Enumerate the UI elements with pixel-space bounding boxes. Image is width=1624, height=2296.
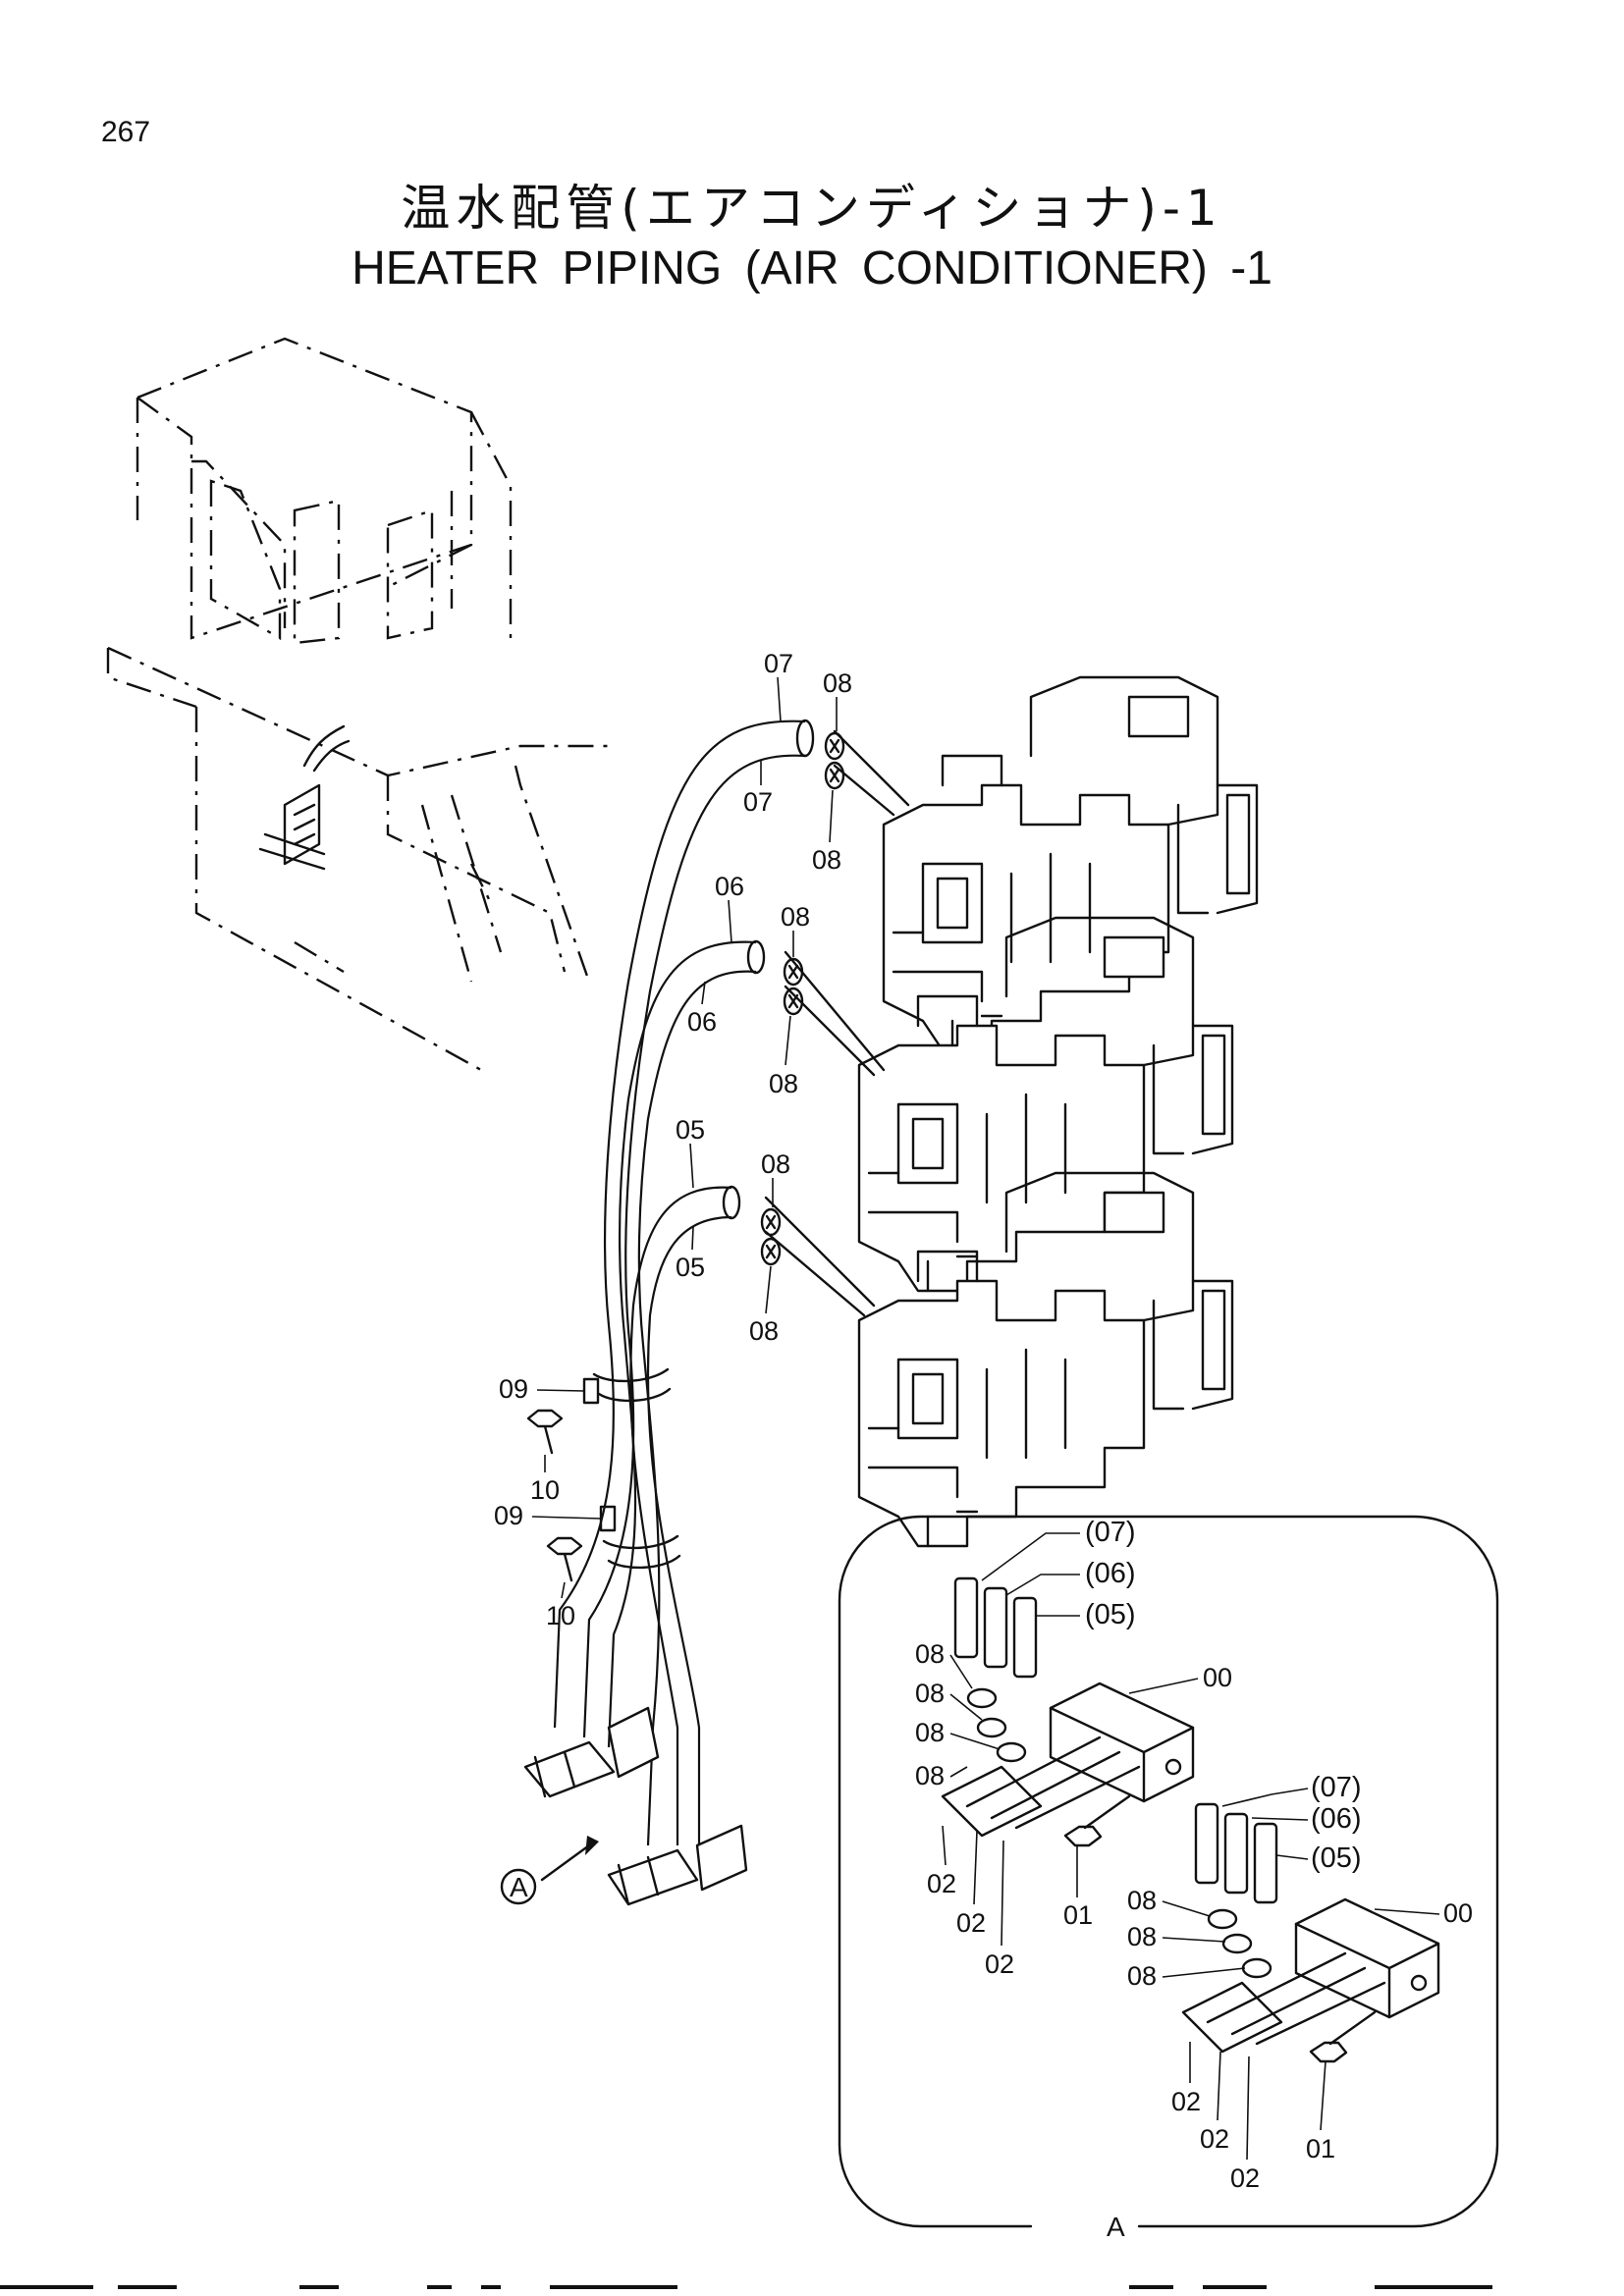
detail-upper-callout-08-1: 08 (915, 1639, 945, 1669)
callout-07-bottom: 07 (743, 787, 773, 817)
detail-upper-callout-08-4: 08 (915, 1761, 945, 1790)
detail-upper-callout-00: 00 (1203, 1663, 1232, 1692)
detail-lower-hose-06: (06) (1311, 1803, 1362, 1835)
view-a-marker: A (500, 1836, 599, 1905)
callout-08-3: 08 (781, 902, 810, 932)
detail-lower-callout-08-2: 08 (1127, 1922, 1157, 1951)
callout-08-4: 08 (769, 1069, 798, 1098)
page-title-english: HEATER PIPING (AIR CONDITIONER) -1 (352, 242, 1272, 294)
callout-05-top: 05 (676, 1115, 705, 1145)
detail-upper-callout-02-3: 02 (985, 1949, 1014, 1979)
detail-upper-hose-07: (07) (1085, 1517, 1136, 1548)
detail-lower-callout-02-1: 02 (1171, 2087, 1201, 2116)
heater-unit-top (882, 675, 1259, 1052)
page-number: 267 (101, 116, 151, 148)
callout-10-upper: 10 (530, 1475, 560, 1505)
callout-08-5: 08 (761, 1149, 790, 1179)
callout-09-lower: 09 (494, 1501, 523, 1530)
detail-lower-hose-07: (07) (1311, 1772, 1362, 1803)
detail-view-a: A (07) (06) (05) 08 08 08 08 00 02 02 02 (838, 1515, 1499, 2242)
callout-06-top: 06 (715, 872, 744, 901)
callout-08-6: 08 (749, 1316, 779, 1346)
detail-upper-hose-06: (06) (1085, 1558, 1136, 1589)
callout-08-1: 08 (823, 668, 852, 698)
detail-lower-callout-00: 00 (1443, 1898, 1473, 1928)
callout-10-lower: 10 (546, 1601, 575, 1630)
detail-lower-callout-02-2: 02 (1200, 2124, 1229, 2154)
detail-lower-callout-02-3: 02 (1230, 2163, 1260, 2193)
detail-upper-callout-01: 01 (1063, 1900, 1093, 1930)
main-callouts: 07 07 08 08 06 06 08 08 05 05 08 08 09 1… (494, 649, 852, 1630)
callout-05-bottom: 05 (676, 1253, 705, 1282)
detail-upper-callout-02-1: 02 (927, 1869, 956, 1898)
detail-lower-hose-05: (05) (1311, 1842, 1362, 1874)
detail-upper-hose-05: (05) (1085, 1599, 1136, 1630)
valve-blocks (523, 1706, 748, 1906)
callout-08-2: 08 (812, 845, 841, 875)
callout-09-upper: 09 (499, 1374, 528, 1404)
detail-upper-callout-02-2: 02 (956, 1908, 986, 1938)
page-title-japanese: 温水配管(エアコンディショナ)-1 (401, 180, 1223, 237)
detail-lower-callout-08-1: 08 (1127, 1886, 1157, 1915)
view-a-letter: A (510, 1872, 528, 1902)
detail-upper-callout-08-2: 08 (915, 1679, 945, 1708)
detail-upper-callout-08-3: 08 (915, 1718, 945, 1747)
detail-lower-callout-01: 01 (1306, 2134, 1335, 2163)
heater-hoses (553, 719, 910, 1846)
callout-06-bottom: 06 (687, 1007, 717, 1037)
callout-07-top: 07 (764, 649, 793, 678)
cab-outline (106, 337, 609, 1072)
detail-view-label: A (1107, 2212, 1125, 2242)
detail-lower-callout-08-3: 08 (1127, 1961, 1157, 1991)
